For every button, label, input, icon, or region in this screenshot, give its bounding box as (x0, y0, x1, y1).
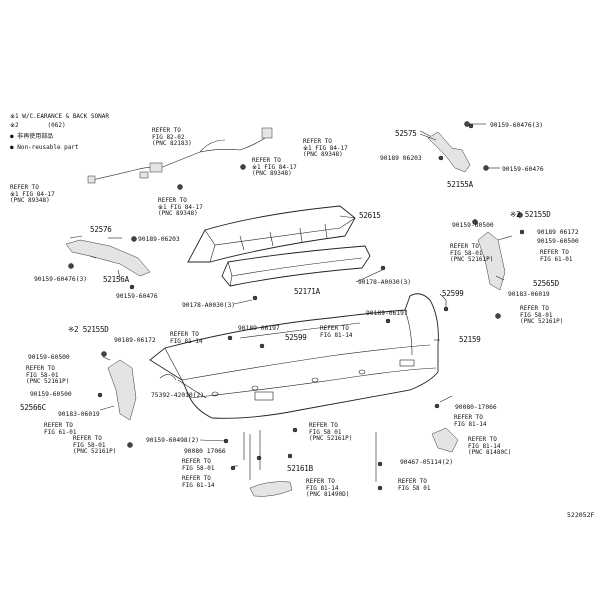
retainer-52156A (65, 235, 151, 290)
num-90159-60500-right-2[interactable]: 90159-60500 (537, 238, 579, 245)
part-52156A[interactable]: 52156A (103, 275, 129, 284)
part-52155D-left[interactable]: ※2 52155D (68, 325, 109, 334)
num-75392-42010[interactable]: 75392-42010(2) (151, 392, 205, 399)
part-52155A[interactable]: 52155A (447, 180, 473, 189)
bumper-reinforcement (221, 245, 371, 287)
ref-fig-58-01-bottom-left[interactable]: REFER TO FIG 58-01 (182, 458, 215, 472)
num-90178-A0030-left[interactable]: 90178-A0030(3) (182, 302, 236, 309)
num-90189-06197-center[interactable]: 90189 06197 (238, 325, 280, 332)
part-52615[interactable]: 52615 (359, 211, 381, 220)
num-90159-60476-3-top[interactable]: 90159-60476(3) (490, 122, 544, 129)
ref-fig-61-01-left[interactable]: REFER TO FIG 61-01 (44, 422, 77, 436)
num-90159-60500-left[interactable]: 90159-60500 (28, 354, 70, 361)
legend-nonreusable-en: ● Non-reusable part (10, 144, 79, 151)
ref-fig-82-02[interactable]: REFER TO FIG 82-02 (PNC 82183) (152, 127, 192, 148)
ref-fig-81-14-right[interactable]: REFER TO FIG 81-14 (454, 414, 487, 428)
ref-fig-58-01-right[interactable]: REFER TO FIG 58-01 (PNC 52161P) (450, 243, 494, 264)
ref-fig-58-01-left-2[interactable]: REFER TO FIG 58-01 (PNC 52161P) (73, 435, 117, 456)
legend-note-1: ※1 W/C.EARANCE & BACK SONAR (10, 113, 109, 120)
ref-fig-81-14-right-2[interactable]: REFER TO FIG 81-14 (PNC 81480C) (468, 436, 512, 457)
num-90189-06197-right[interactable]: 90189-06197 (366, 310, 408, 317)
num-90178-A0030-right[interactable]: 90178-A0030(3) (358, 279, 412, 286)
num-90159-60476-left[interactable]: 90159-60476 (116, 293, 158, 300)
num-90159-60500-right[interactable]: 90159-60500 (452, 222, 494, 229)
ref-fig-58-01-bottom-right[interactable]: REFER TO FIG 58 01 (398, 478, 431, 492)
num-90189-06203-top[interactable]: 90189 06203 (380, 155, 422, 162)
num-90159-60476-3-left[interactable]: 90159-60476(3) (34, 276, 88, 283)
part-52599-right[interactable]: 52599 (442, 289, 464, 298)
ref-fig-58-01-bottom[interactable]: REFER TO FIG 58 01 (PNC 52161P) (309, 422, 353, 443)
legend-note-2: ※2 (062) (10, 122, 66, 129)
ref-fig-81-14-bottom[interactable]: REFER TO FIG 81-14 (PNC 81490D) (306, 478, 350, 499)
ref-fig-81-14-center-2[interactable]: REFER TO FIG 81-14 (320, 325, 353, 339)
leader-lines (89, 123, 505, 482)
num-90189-06172-left[interactable]: 90189-06172 (114, 337, 156, 344)
num-90183-06019-left[interactable]: 90183-06019 (58, 411, 100, 418)
side-bracket-left (97, 351, 137, 448)
num-90159-60500-left-2[interactable]: 90159-60500 (30, 391, 72, 398)
part-52171A[interactable]: 52171A (294, 287, 320, 296)
reflector-lamp (159, 374, 459, 497)
ref-fig-81-14-center[interactable]: REFER TO FIG 81-14 (170, 331, 203, 345)
part-52599-center[interactable]: 52599 (285, 333, 307, 342)
ref-fig-58-01-left[interactable]: REFER TO FIG 58-01 (PNC 52161P) (26, 365, 70, 386)
fasteners (223, 123, 523, 491)
num-90159-60498[interactable]: 90159-60498(2) (146, 437, 200, 444)
retainer-52155A (419, 121, 489, 173)
num-90080-17066-right[interactable]: 90080-17066 (455, 404, 497, 411)
part-52566C[interactable]: 52566C (20, 403, 46, 412)
ref-fig-84-17-top[interactable]: REFER TO ※1 FIG 84-17 (PNC 89348) (303, 138, 348, 159)
num-90159-60476-top[interactable]: 90159-60476 (502, 166, 544, 173)
part-52565D[interactable]: 52565D (533, 279, 559, 288)
ref-fig-84-17-mid[interactable]: REFER TO ※1 FIG 84-17 (PNC 89348) (252, 157, 297, 178)
part-52159[interactable]: 52159 (459, 335, 481, 344)
figure-code: 522052F (567, 511, 595, 519)
part-52576[interactable]: 52576 (90, 225, 112, 234)
ref-fig-84-17-center[interactable]: REFER TO ※1 FIG 84-17 (PNC 89348) (158, 197, 203, 218)
side-bracket-right (472, 219, 525, 319)
ref-fig-58-01-right-2[interactable]: REFER TO FIG 58-01 (PNC 52161P) (520, 305, 564, 326)
rear-bumper-cover (149, 293, 439, 419)
num-90467-05114[interactable]: 90467-05114(2) (400, 459, 454, 466)
ref-fig-81-14-bottom-left[interactable]: REFER TO FIG 81-14 (182, 475, 215, 489)
sonar-wire-harness (87, 127, 273, 190)
part-52161B[interactable]: 52161B (287, 464, 313, 473)
num-90080-17066-left[interactable]: 90080 17066 (184, 448, 226, 455)
part-52155D-right[interactable]: ※2 52155D (510, 210, 551, 219)
num-90189-06203-left[interactable]: 90189-06203 (138, 236, 180, 243)
ref-fig-61-01-right[interactable]: REFER TO FIG 61-01 (540, 249, 573, 263)
ref-fig-84-17-left[interactable]: REFER TO ※1 FIG 84-17 (PNC 89348) (10, 184, 55, 205)
legend-nonreusable-jp: ● 非再使用部品 (10, 133, 54, 140)
num-90189-06172-right[interactable]: 90189 06172 (537, 229, 579, 236)
num-90183-06019-right[interactable]: 90183-06019 (508, 291, 550, 298)
part-52575[interactable]: 52575 (395, 129, 417, 138)
